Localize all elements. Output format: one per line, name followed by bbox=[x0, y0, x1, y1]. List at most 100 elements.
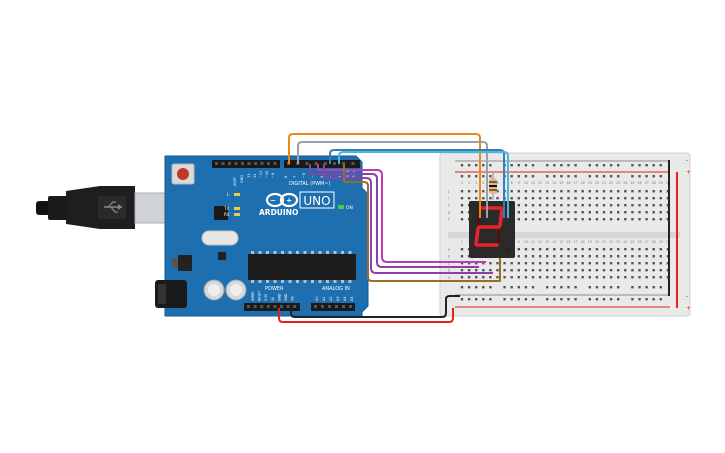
breadboard-hole[interactable] bbox=[617, 211, 620, 214]
breadboard-hole[interactable] bbox=[546, 190, 549, 193]
header-hole[interactable] bbox=[254, 162, 257, 165]
breadboard-hole[interactable] bbox=[531, 255, 535, 258]
breadboard-hole[interactable] bbox=[489, 269, 492, 272]
breadboard-hole[interactable] bbox=[460, 204, 464, 207]
breadboard-hole[interactable] bbox=[475, 269, 478, 272]
breadboard-hole[interactable] bbox=[588, 197, 591, 200]
breadboard-hole[interactable] bbox=[475, 190, 478, 193]
breadboard-hole[interactable] bbox=[609, 197, 613, 200]
header-hole[interactable] bbox=[323, 162, 327, 165]
breadboard-hole[interactable] bbox=[645, 286, 648, 289]
breadboard-hole[interactable] bbox=[567, 204, 570, 207]
breadboard-hole[interactable] bbox=[567, 190, 570, 193]
breadboard-hole[interactable] bbox=[553, 286, 556, 289]
breadboard-hole[interactable] bbox=[517, 175, 520, 178]
breadboard-hole[interactable] bbox=[624, 262, 627, 265]
breadboard-hole[interactable] bbox=[631, 276, 634, 279]
breadboard-hole[interactable] bbox=[503, 262, 506, 265]
breadboard-hole[interactable] bbox=[460, 269, 464, 272]
breadboard-hole[interactable] bbox=[531, 190, 535, 193]
breadboard-hole[interactable] bbox=[624, 204, 627, 207]
breadboard-hole[interactable] bbox=[538, 204, 542, 207]
breadboard-hole[interactable] bbox=[553, 276, 556, 279]
breadboard-hole[interactable] bbox=[567, 164, 570, 167]
breadboard-hole[interactable] bbox=[638, 262, 641, 265]
breadboard-hole[interactable] bbox=[617, 248, 620, 251]
breadboard-hole[interactable] bbox=[510, 269, 513, 272]
breadboard-hole[interactable] bbox=[602, 276, 606, 279]
breadboard-hole[interactable] bbox=[609, 175, 613, 178]
breadboard-hole[interactable] bbox=[595, 248, 599, 251]
breadboard-hole[interactable] bbox=[617, 298, 620, 301]
breadboard-hole[interactable] bbox=[638, 255, 641, 258]
breadboard-hole[interactable] bbox=[546, 298, 549, 301]
breadboard-hole[interactable] bbox=[524, 204, 528, 207]
header-hole[interactable] bbox=[221, 162, 225, 165]
breadboard-hole[interactable] bbox=[609, 211, 613, 214]
breadboard-hole[interactable] bbox=[482, 164, 485, 167]
breadboard-hole[interactable] bbox=[602, 164, 606, 167]
breadboard-hole[interactable] bbox=[553, 248, 556, 251]
breadboard-hole[interactable] bbox=[638, 197, 641, 200]
breadboard-hole[interactable] bbox=[553, 211, 556, 214]
breadboard-hole[interactable] bbox=[567, 269, 570, 272]
breadboard-hole[interactable] bbox=[560, 286, 563, 289]
breadboard-hole[interactable] bbox=[638, 286, 641, 289]
breadboard-hole[interactable] bbox=[652, 269, 655, 272]
breadboard-hole[interactable] bbox=[666, 255, 670, 258]
breadboard-hole[interactable] bbox=[659, 211, 662, 214]
breadboard-hole[interactable] bbox=[560, 197, 563, 200]
breadboard-hole[interactable] bbox=[538, 276, 542, 279]
breadboard-hole[interactable] bbox=[546, 164, 549, 167]
power-header[interactable] bbox=[244, 303, 300, 311]
breadboard-hole[interactable] bbox=[510, 262, 513, 265]
breadboard-hole[interactable] bbox=[588, 164, 591, 167]
header-hole[interactable] bbox=[293, 305, 297, 308]
breadboard-hole[interactable] bbox=[581, 276, 584, 279]
breadboard-hole[interactable] bbox=[517, 164, 520, 167]
breadboard-hole[interactable] bbox=[574, 197, 577, 200]
breadboard-hole[interactable] bbox=[546, 218, 549, 221]
header-hole[interactable] bbox=[333, 162, 336, 165]
breadboard-hole[interactable] bbox=[460, 218, 464, 221]
breadboard-hole[interactable] bbox=[645, 204, 648, 207]
breadboard-hole[interactable] bbox=[517, 255, 520, 258]
breadboard-hole[interactable] bbox=[617, 164, 620, 167]
breadboard-hole[interactable] bbox=[602, 175, 606, 178]
breadboard-hole[interactable] bbox=[489, 197, 492, 200]
header-hole[interactable] bbox=[280, 305, 283, 308]
breadboard-hole[interactable] bbox=[617, 286, 620, 289]
breadboard-hole[interactable] bbox=[475, 175, 478, 178]
breadboard-hole[interactable] bbox=[517, 286, 520, 289]
breadboard-hole[interactable] bbox=[531, 286, 535, 289]
breadboard-hole[interactable] bbox=[645, 175, 648, 178]
breadboard-hole[interactable] bbox=[482, 276, 485, 279]
breadboard-hole[interactable] bbox=[531, 269, 535, 272]
breadboard-hole[interactable] bbox=[645, 218, 648, 221]
breadboard-hole[interactable] bbox=[524, 248, 528, 251]
breadboard-hole[interactable] bbox=[546, 197, 549, 200]
breadboard-hole[interactable] bbox=[510, 175, 513, 178]
breadboard-hole[interactable] bbox=[617, 175, 620, 178]
breadboard-hole[interactable] bbox=[524, 286, 528, 289]
breadboard-hole[interactable] bbox=[602, 197, 606, 200]
breadboard-hole[interactable] bbox=[538, 255, 542, 258]
breadboard-hole[interactable] bbox=[489, 276, 492, 279]
breadboard-hole[interactable] bbox=[574, 175, 577, 178]
breadboard-hole[interactable] bbox=[666, 218, 670, 221]
breadboard-hole[interactable] bbox=[638, 204, 641, 207]
breadboard-hole[interactable] bbox=[581, 269, 584, 272]
breadboard-hole[interactable] bbox=[467, 164, 471, 167]
breadboard-hole[interactable] bbox=[574, 164, 577, 167]
breadboard-hole[interactable] bbox=[652, 164, 655, 167]
breadboard-hole[interactable] bbox=[524, 190, 528, 193]
breadboard-hole[interactable] bbox=[645, 248, 648, 251]
breadboard-hole[interactable] bbox=[588, 286, 591, 289]
breadboard-hole[interactable] bbox=[595, 175, 599, 178]
header-hole[interactable] bbox=[335, 305, 338, 308]
breadboard-hole[interactable] bbox=[482, 286, 485, 289]
breadboard-hole[interactable] bbox=[475, 286, 478, 289]
breadboard-hole[interactable] bbox=[581, 262, 584, 265]
breadboard-hole[interactable] bbox=[666, 269, 670, 272]
breadboard-hole[interactable] bbox=[538, 190, 542, 193]
